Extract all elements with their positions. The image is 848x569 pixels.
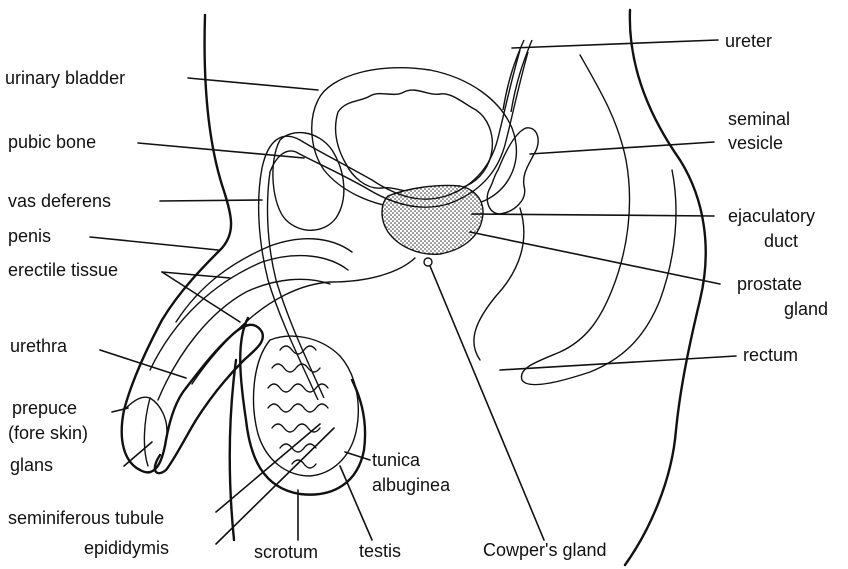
prostate-gland: [382, 185, 483, 254]
rectum-wall: [521, 55, 676, 385]
label-seminal-vesicle-line1: seminal: [728, 109, 790, 129]
label-erectile-tissue: erectile tissue: [8, 260, 118, 280]
label-ureter: ureter: [725, 31, 772, 51]
rectum-inner: [474, 208, 524, 360]
body-back-outline: [625, 10, 706, 565]
label-ejaculatory-duct-line2: duct: [764, 231, 798, 251]
pubic-bone: [273, 133, 344, 231]
label-urethra: urethra: [10, 336, 68, 356]
label-scrotum: scrotum: [254, 542, 318, 562]
label-testis: testis: [359, 541, 401, 561]
label-urinary-bladder: urinary bladder: [5, 68, 125, 88]
label-prostate-gland-line1: prostate: [737, 274, 802, 294]
label-prepuce-line1: prepuce: [12, 398, 77, 418]
cowpers-gland: [424, 258, 432, 266]
label-cowpers-gland: Cowper's gland: [483, 540, 607, 560]
scrotum-wall: [230, 360, 236, 540]
body-front-outline: [122, 15, 231, 472]
label-prostate-gland-line2: gland: [784, 299, 828, 319]
glans: [150, 398, 167, 440]
label-glans: glans: [10, 455, 53, 475]
label-seminal-vesicle-line2: vesicle: [728, 133, 783, 153]
penis-underside: [155, 325, 263, 473]
label-ejaculatory-duct-line1: ejaculatory: [728, 206, 815, 226]
label-seminiferous-tubule: seminiferous tubule: [8, 508, 164, 528]
label-penis: penis: [8, 226, 51, 246]
label-tunica-albuginea-line1: tunica: [372, 450, 421, 470]
erectile-tissue-lower: [158, 279, 330, 400]
seminiferous-tubules: [268, 346, 328, 468]
urinary-bladder-inner: [336, 90, 493, 192]
label-pubic-bone: pubic bone: [8, 132, 96, 152]
label-prepuce-line2: (fore skin): [8, 423, 88, 443]
label-rectum: rectum: [743, 345, 798, 365]
label-vas-deferens: vas deferens: [8, 191, 111, 211]
label-tunica-albuginea-line2: albuginea: [372, 475, 451, 495]
label-epididymis: epididymis: [84, 538, 169, 558]
erectile-tissue-outline: [150, 239, 352, 370]
